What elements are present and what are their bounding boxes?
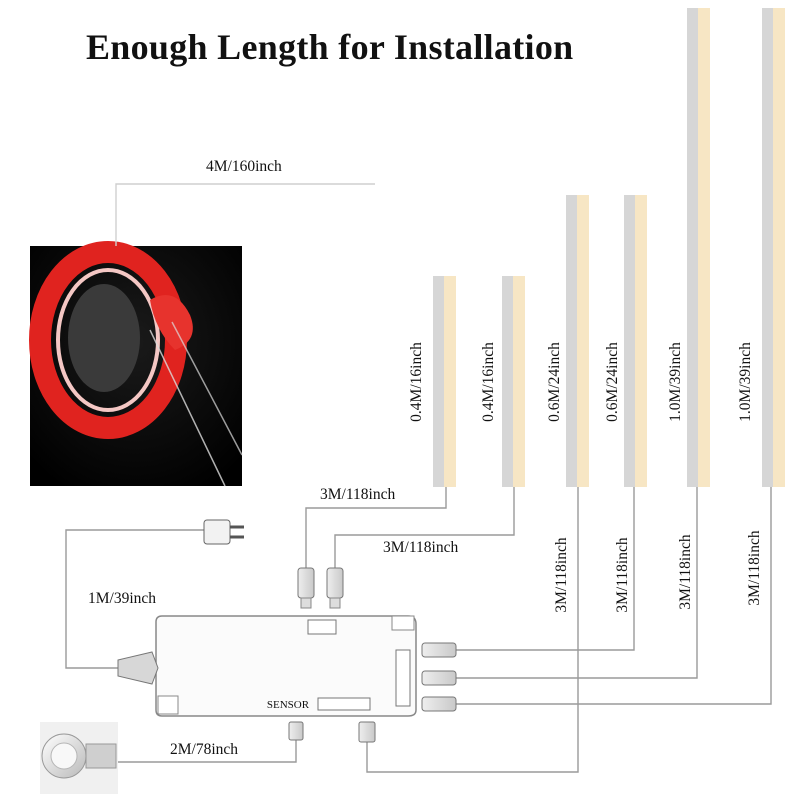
- strip-6-backing: [762, 8, 774, 487]
- page-title: Enough Length for Installation: [86, 26, 573, 68]
- strip-2-backing: [502, 276, 514, 487]
- power-plug: [204, 520, 244, 544]
- strip-1-cable-label: 3M/118inch: [320, 486, 395, 504]
- strip-4-backing: [624, 195, 636, 487]
- power-cable-strain-relief: [118, 652, 158, 684]
- strip-3-light: [577, 195, 589, 487]
- strip-5-backing: [687, 8, 699, 487]
- controller-box: SENSOR: [156, 616, 416, 716]
- strip-5-length-label: 1.0M/39inch: [667, 342, 685, 422]
- tape-cable-label: 4M/160inch: [206, 158, 282, 176]
- strip-4-cable-label: 3M/118inch: [614, 537, 632, 612]
- strip-5-cable-label: 3M/118inch: [677, 534, 695, 609]
- strip-3-backing: [566, 195, 578, 487]
- strip-1-light: [444, 276, 456, 487]
- sensor-cable-label: 2M/78inch: [170, 741, 238, 759]
- strip-3-cable-label: 3M/118inch: [553, 537, 571, 612]
- strip-2-light: [513, 276, 525, 487]
- strip-6-light: [773, 8, 785, 487]
- strip-2-length-label: 0.4M/16inch: [480, 342, 498, 422]
- strip-1-backing: [433, 276, 445, 487]
- strip-6-length-label: 1.0M/39inch: [737, 342, 755, 422]
- strip-4-length-label: 0.6M/24inch: [604, 342, 622, 422]
- strip-4-light: [635, 195, 647, 487]
- tape-photo: [30, 246, 242, 486]
- tape-cable-line: [116, 184, 375, 246]
- strip-2-cable-label: 3M/118inch: [383, 539, 458, 557]
- sensor-label: SENSOR: [267, 699, 310, 711]
- power-cable-label: 1M/39inch: [88, 590, 156, 608]
- strip-connector-plugs: [298, 568, 343, 608]
- strip-3-length-label: 0.6M/24inch: [546, 342, 564, 422]
- side-connector-plugs: [422, 643, 456, 711]
- strip-5-light: [698, 8, 710, 487]
- sensor-connector-plug: [289, 722, 375, 742]
- sensor-button-photo: [40, 722, 118, 794]
- strip-6-cable-label: 3M/118inch: [746, 530, 764, 605]
- strip-1-length-label: 0.4M/16inch: [408, 342, 426, 422]
